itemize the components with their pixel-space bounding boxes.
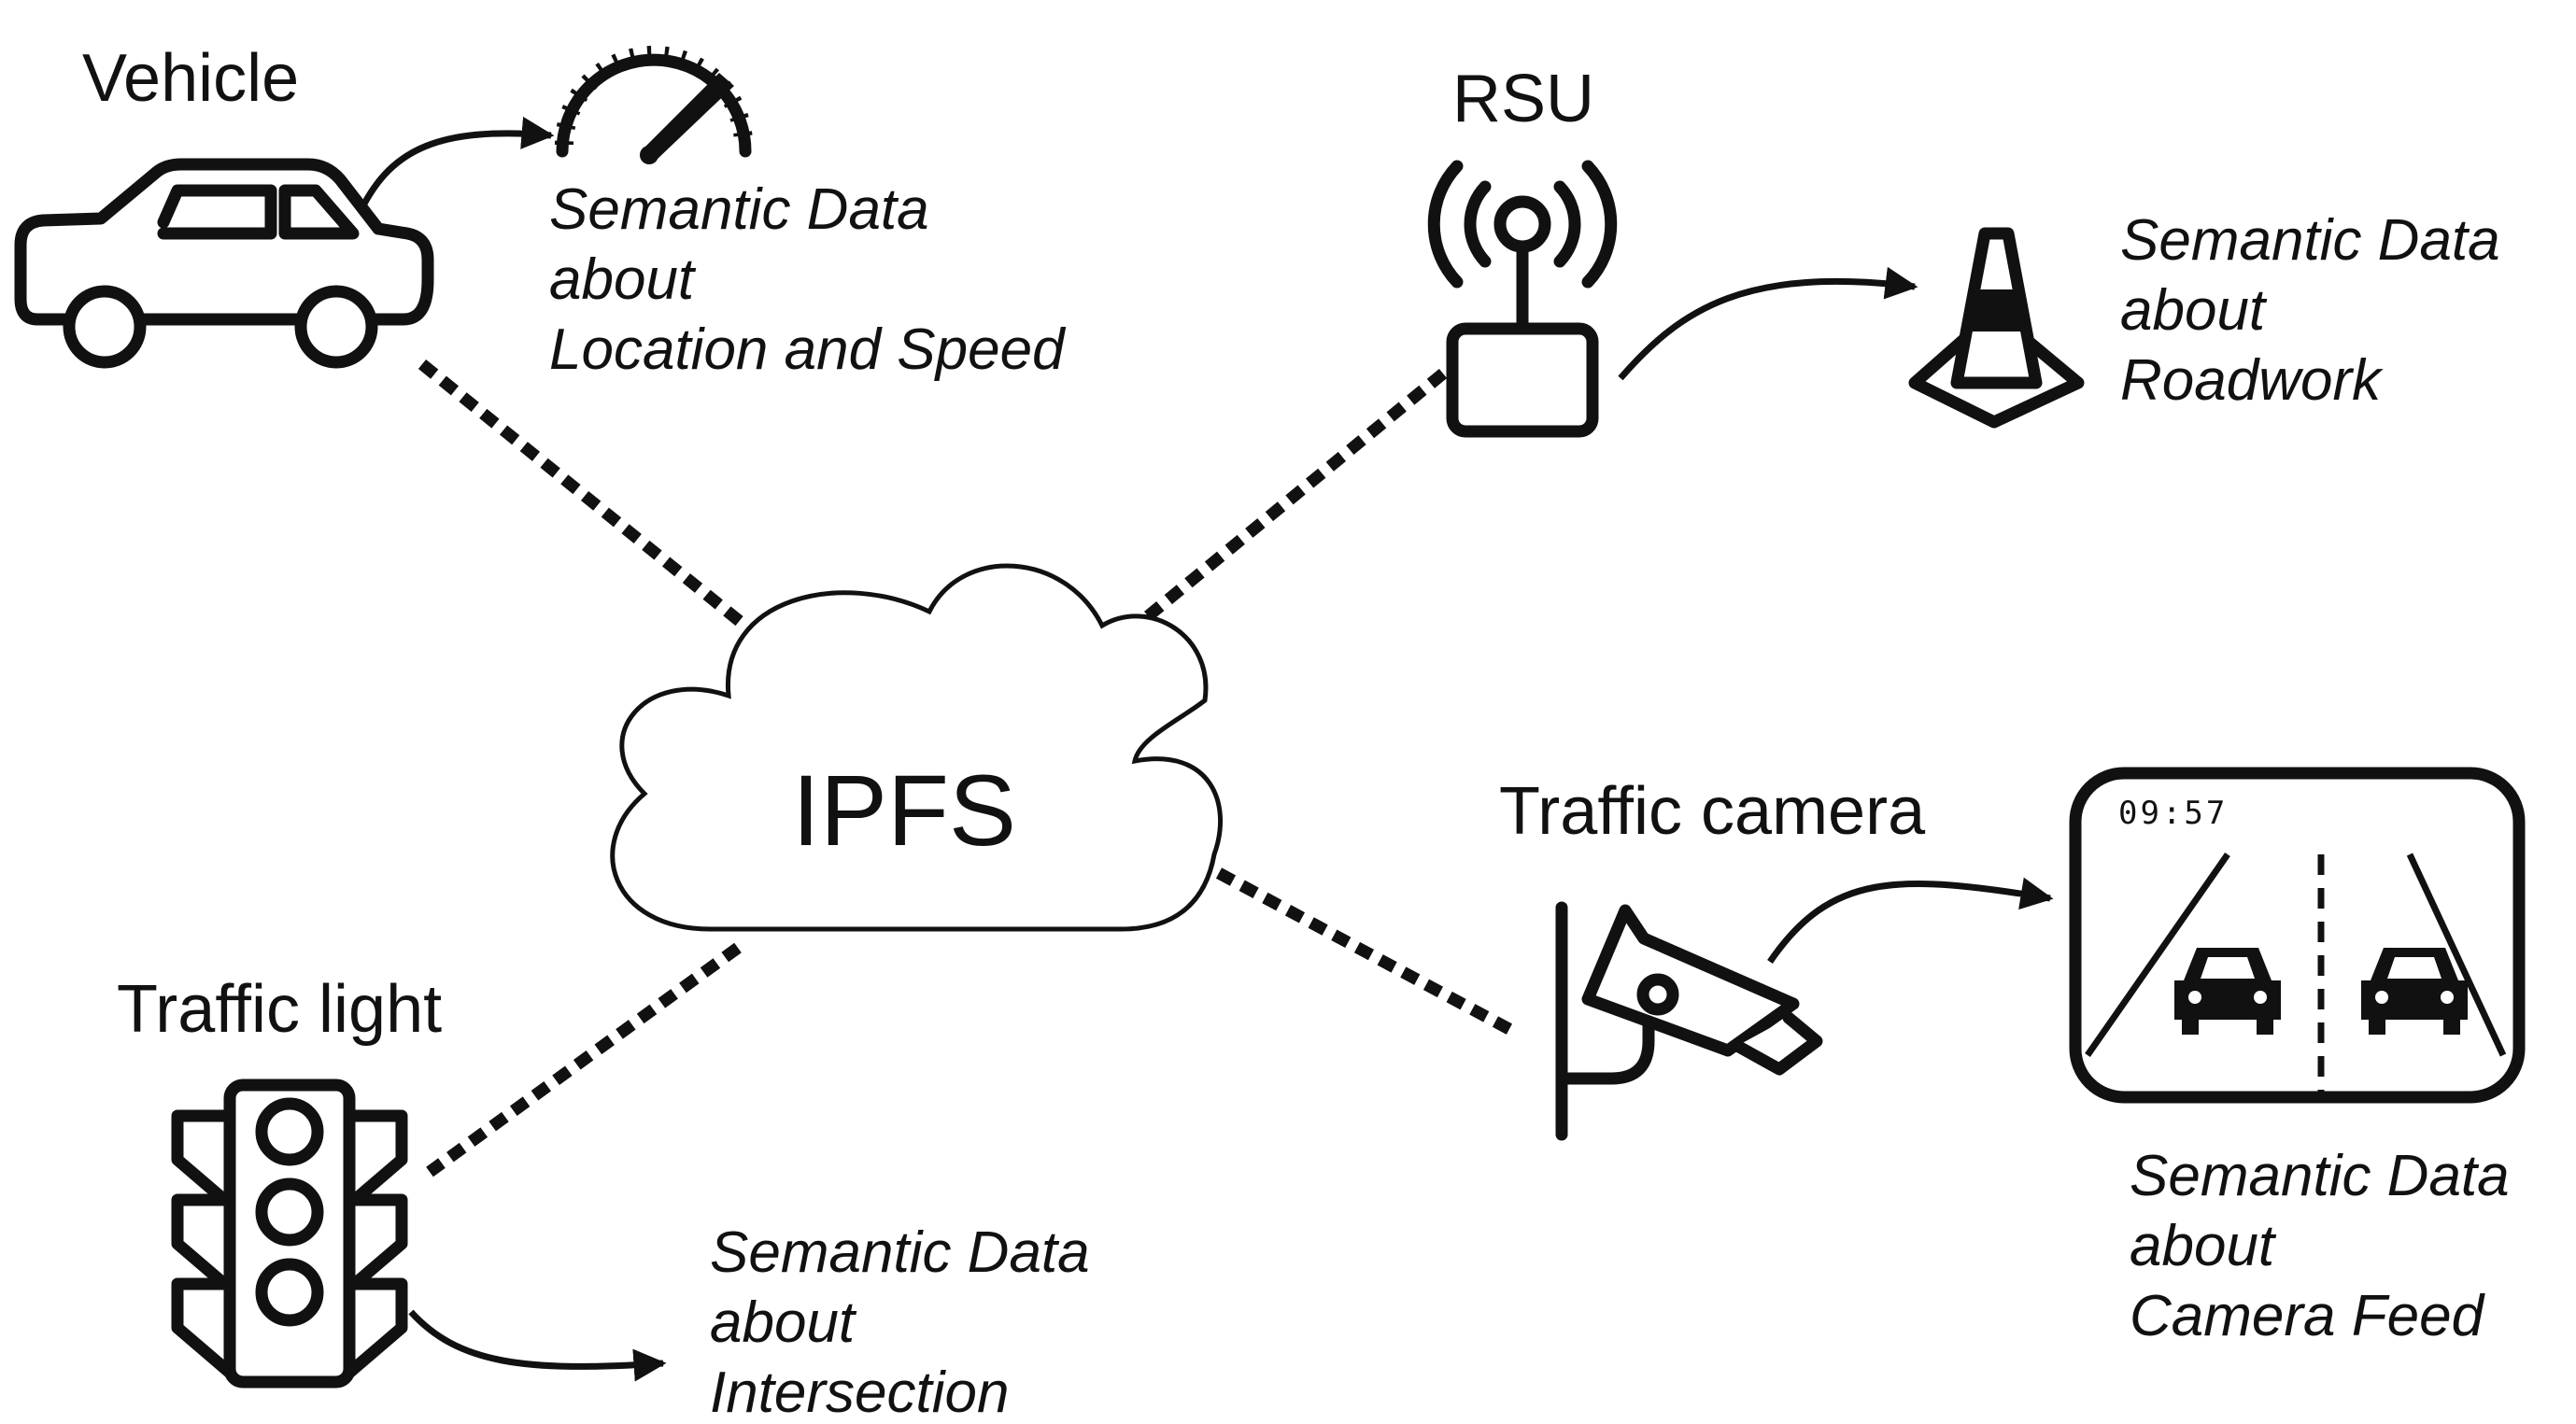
vehicle-title: Vehicle xyxy=(82,41,299,116)
camera-feed-icon: 09:57 xyxy=(2069,767,2526,1104)
rsu-semantic-line2: about xyxy=(2120,278,2268,343)
traffic-camera-node: Traffic camera 09:57 xyxy=(1499,767,2526,1348)
vehicle-node: Vehicle Semantic Data about Location and… xyxy=(14,41,1067,382)
link-vehicle-ipfs xyxy=(418,359,761,641)
cloud-icon xyxy=(610,563,1224,932)
traffic-light-icon xyxy=(171,1079,408,1389)
camera-arrow xyxy=(1767,877,2054,964)
traffic-light-arrow xyxy=(408,1309,667,1382)
ipfs-label: IPFS xyxy=(792,754,1016,867)
camera-semantic-line3: Camera Feed xyxy=(2130,1284,2486,1348)
rsu-semantic-line1: Semantic Data xyxy=(2120,208,2500,273)
camera-feed-time: 09:57 xyxy=(2118,795,2228,832)
rsu-node: RSU Semantic Data about Roadwork xyxy=(1427,62,2500,438)
antenna-icon xyxy=(1427,160,1618,438)
traffic-cone-icon xyxy=(1908,227,2085,429)
link-light-ipfs xyxy=(426,942,742,1177)
traffic-light-node: Traffic light Semantic Data about Inters… xyxy=(117,972,1090,1424)
speedometer-icon xyxy=(555,46,753,164)
traffic-light-title: Traffic light xyxy=(117,972,442,1047)
rsu-title: RSU xyxy=(1452,62,1594,136)
traffic-light-semantic-line1: Semantic Data xyxy=(710,1220,1090,1285)
rsu-arrow xyxy=(1618,266,1918,381)
rsu-semantic-line3: Roadwork xyxy=(2120,348,2384,413)
car-icon xyxy=(14,158,434,369)
vehicle-semantic-line3: Location and Speed xyxy=(549,317,1067,382)
feed-car-right-icon xyxy=(2361,948,2468,1035)
vehicle-arrow xyxy=(359,116,555,209)
ipfs-cloud: IPFS xyxy=(610,563,1224,932)
camera-semantic-line2: about xyxy=(2130,1214,2277,1278)
vehicle-semantic-line1: Semantic Data xyxy=(549,177,929,242)
feed-car-left-icon xyxy=(2174,948,2281,1035)
security-camera-icon xyxy=(1555,901,1823,1141)
link-camera-ipfs xyxy=(1215,867,1522,1039)
traffic-light-semantic-line3: Intersection xyxy=(710,1361,1010,1424)
vehicle-semantic-line2: about xyxy=(549,247,697,312)
traffic-light-semantic-line2: about xyxy=(710,1290,857,1355)
camera-semantic-line1: Semantic Data xyxy=(2130,1144,2510,1208)
traffic-camera-title: Traffic camera xyxy=(1499,774,1926,849)
